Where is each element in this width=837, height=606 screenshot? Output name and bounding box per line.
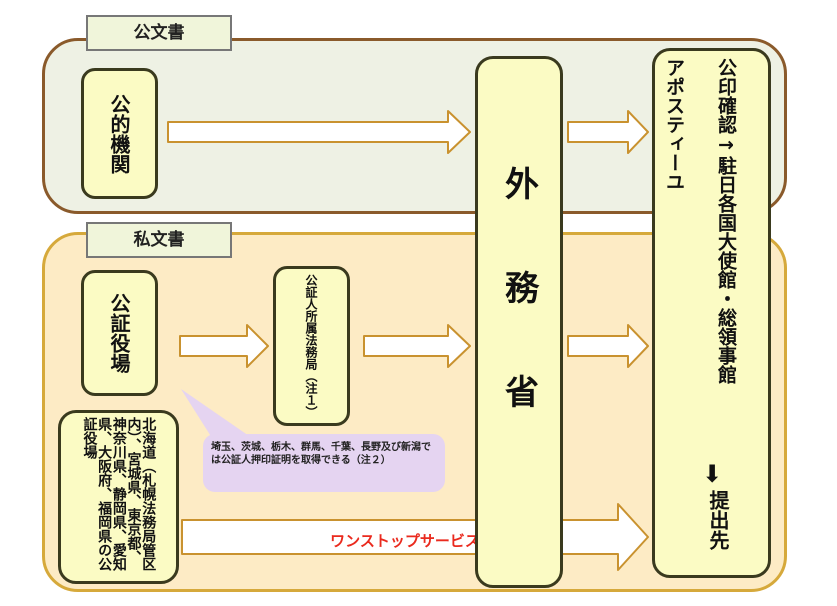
arrow-notary-to-legal-affairs [179, 324, 269, 368]
public-institution-label: 公的機関 [107, 93, 131, 174]
legal-affairs-bureau-box: 公証人所属法務局（注１） [273, 266, 350, 426]
apostille-label: アポスティーユ [663, 58, 685, 191]
notary-office-label: 公証役場 [107, 293, 131, 373]
legal-affairs-bureau-label: 公証人所属法務局（注１） [304, 274, 318, 418]
down-arrow-icon: ⬇ [702, 460, 723, 488]
note-callout-pointer [181, 389, 252, 438]
arrow-mofa-to-apostille-bottom [567, 324, 649, 368]
public-documents-tab: 公文書 [86, 15, 232, 51]
authentication-label: 公印確認→駐日各国大使館・総領事館 [715, 58, 737, 384]
public-institution-box: 公的機関 [81, 68, 158, 199]
notary-office-box: 公証役場 [81, 270, 158, 396]
onestop-notary-offices-label: 北海道（札幌法務局管区内）、宮城県、東京都、神奈川県、静岡県、愛知県、大阪府、福… [81, 417, 157, 571]
destination-box [652, 48, 771, 578]
submission-destination-label: 提出先 [706, 490, 730, 550]
mofa-box: 外務省 [475, 56, 563, 588]
note-callout: 埼玉、茨城、栃木、群馬、千葉、長野及び新潟では公証人押印証明を取得できる（注２） [203, 434, 445, 492]
arrow-mofa-to-apostille-top [567, 110, 649, 154]
arrow-legal-affairs-to-mofa [363, 324, 471, 368]
mofa-label: 外務省 [498, 166, 539, 478]
onestop-notary-offices-box: 北海道（札幌法務局管区内）、宮城県、東京都、神奈川県、静岡県、愛知県、大阪府、福… [58, 410, 179, 584]
onestop-service-label: ワンストップサービス [330, 532, 480, 550]
private-documents-tab: 私文書 [86, 222, 232, 258]
arrow-public-to-mofa [167, 110, 471, 154]
